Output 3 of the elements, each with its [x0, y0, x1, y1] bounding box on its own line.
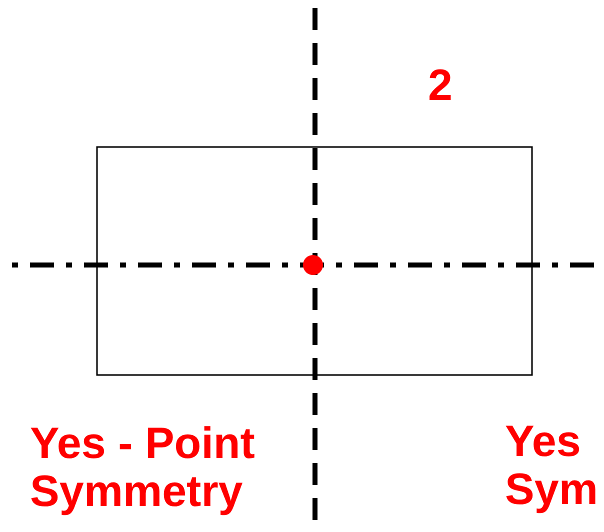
figure-number: 2: [428, 62, 454, 110]
symmetry-answer: Yes - Point Symmetry: [30, 420, 256, 516]
symmetry-answer: Yes Sym: [505, 418, 599, 514]
